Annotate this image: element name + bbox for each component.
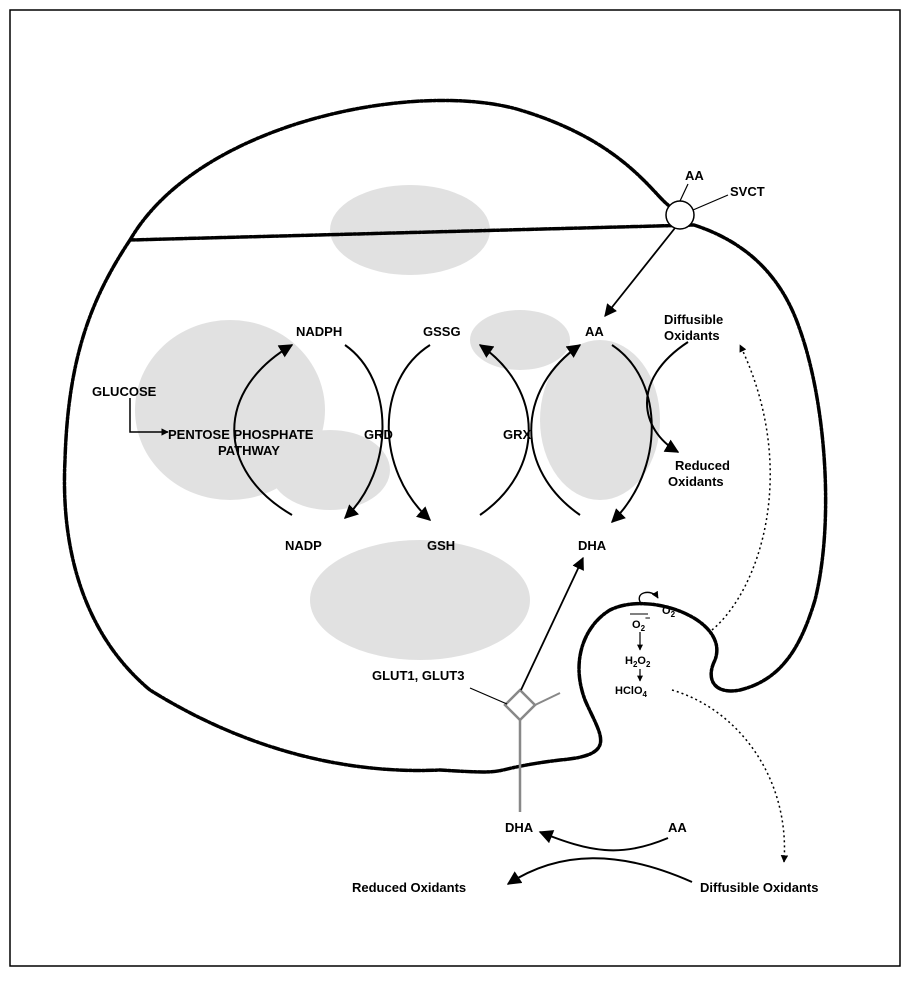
label-nadph: NADPH	[296, 324, 342, 339]
nadph-cycle-left-arc	[233, 344, 294, 516]
label-diffusible-oxidants-bottom: Diffusible Oxidants	[700, 880, 818, 895]
dha-import-arrow	[520, 556, 584, 691]
label-aa-top: AA	[685, 168, 704, 183]
label-oxygen: O2	[662, 605, 676, 619]
label-diffusible-oxidants-2: Oxidants	[664, 328, 720, 343]
label-reduced-oxidants-1: Reduced	[675, 458, 730, 473]
nadph-cycle-right-arc	[343, 344, 384, 519]
oxidant-diffusion-path-inner	[711, 344, 771, 631]
figure-frame	[9, 9, 901, 967]
label-dha-bottom: DHA	[505, 820, 534, 835]
extracellular-oxidant-reduction-arc	[506, 857, 693, 885]
aa-cycle-left-arc	[530, 344, 582, 516]
gsh-cycle-right-arc	[478, 344, 530, 516]
superoxide-loop-arrow	[638, 590, 659, 606]
label-aa-bottom: AA	[668, 820, 687, 835]
label-diffusible-oxidants-1: Diffusible	[664, 312, 723, 327]
label-aa-mid: AA	[585, 324, 604, 339]
label-grd: GRD	[364, 427, 393, 442]
aa-import-arrow	[604, 227, 676, 317]
gsh-cycle-left-arc	[387, 344, 432, 521]
svct-transporter-icon	[665, 200, 695, 230]
label-svct: SVCT	[730, 184, 765, 199]
label-grx: GRX	[503, 427, 532, 442]
glut-transporter-icon	[503, 688, 537, 722]
label-glucose: GLUCOSE	[92, 384, 157, 399]
label-pentose-1: PENTOSE PHOSPHATE	[168, 427, 314, 442]
aa-cycle-right-arc	[611, 344, 653, 523]
label-dha-mid: DHA	[578, 538, 607, 553]
label-gssg: GSSG	[423, 324, 461, 339]
cell-membrane	[62, 98, 828, 774]
glucose-arrow	[129, 398, 169, 436]
oxidant-diffusion-path-outer	[671, 689, 789, 863]
label-superoxide: O2−	[632, 613, 650, 633]
label-nadp: NADP	[285, 538, 322, 553]
oxidant-reduction-arc	[646, 341, 689, 453]
label-glut: GLUT1, GLUT3	[372, 668, 464, 683]
label-pentose-2: PATHWAY	[218, 443, 280, 458]
label-reduced-oxidants-bottom: Reduced Oxidants	[352, 880, 466, 895]
label-gsh: GSH	[427, 538, 455, 553]
cytoplasm-texture	[135, 185, 660, 660]
extracellular-aa-oxidation-arc	[538, 830, 669, 852]
label-hclo4: HClO4	[615, 685, 648, 699]
label-reduced-oxidants-2: Oxidants	[668, 474, 724, 489]
label-h2o2: H2O2	[625, 655, 651, 669]
